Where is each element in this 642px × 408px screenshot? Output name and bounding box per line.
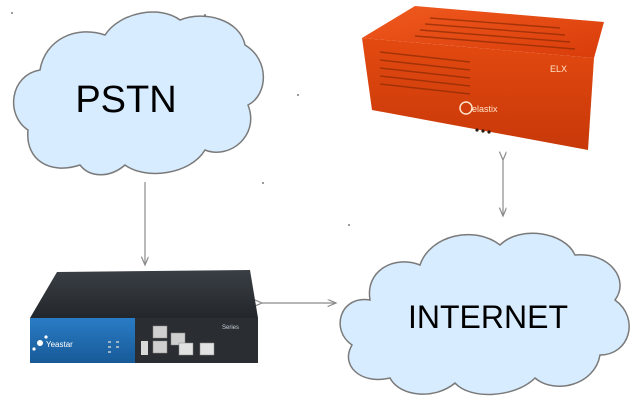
internet-cloud: INTERNET bbox=[339, 232, 630, 396]
ethernet-port-icon bbox=[199, 342, 215, 356]
server-model: ELX bbox=[550, 64, 567, 74]
gateway-ports bbox=[141, 325, 215, 356]
server-brand: elastix bbox=[472, 104, 498, 114]
ethernet-port-icon bbox=[170, 332, 186, 346]
server-device: elastix ELX bbox=[362, 6, 604, 150]
server-vents bbox=[379, 17, 576, 95]
ethernet-port-icon bbox=[152, 325, 168, 339]
server-logo-icon bbox=[459, 101, 473, 115]
pstn-label: PSTN bbox=[75, 79, 176, 121]
server-leds bbox=[475, 128, 491, 134]
internet-cloud-shape bbox=[339, 232, 630, 396]
stray-dots bbox=[11, 12, 350, 226]
server-top bbox=[362, 6, 604, 58]
ethernet-port-icon bbox=[152, 340, 168, 354]
gateway-top bbox=[30, 270, 258, 318]
server-front bbox=[362, 38, 594, 150]
gateway-device: Yeastar Series bbox=[30, 270, 258, 363]
ethernet-port-icon bbox=[178, 342, 194, 356]
gateway-leds bbox=[108, 341, 119, 353]
pstn-cloud-shape bbox=[12, 11, 265, 176]
gateway-model: Series bbox=[222, 325, 239, 331]
pstn-cloud: PSTN bbox=[12, 11, 265, 176]
internet-label: INTERNET bbox=[408, 299, 568, 335]
gateway-brand: Yeastar bbox=[46, 340, 73, 349]
usb-port-icon bbox=[141, 341, 148, 355]
gateway-logo-icon bbox=[32, 335, 48, 351]
connectors bbox=[145, 160, 503, 303]
